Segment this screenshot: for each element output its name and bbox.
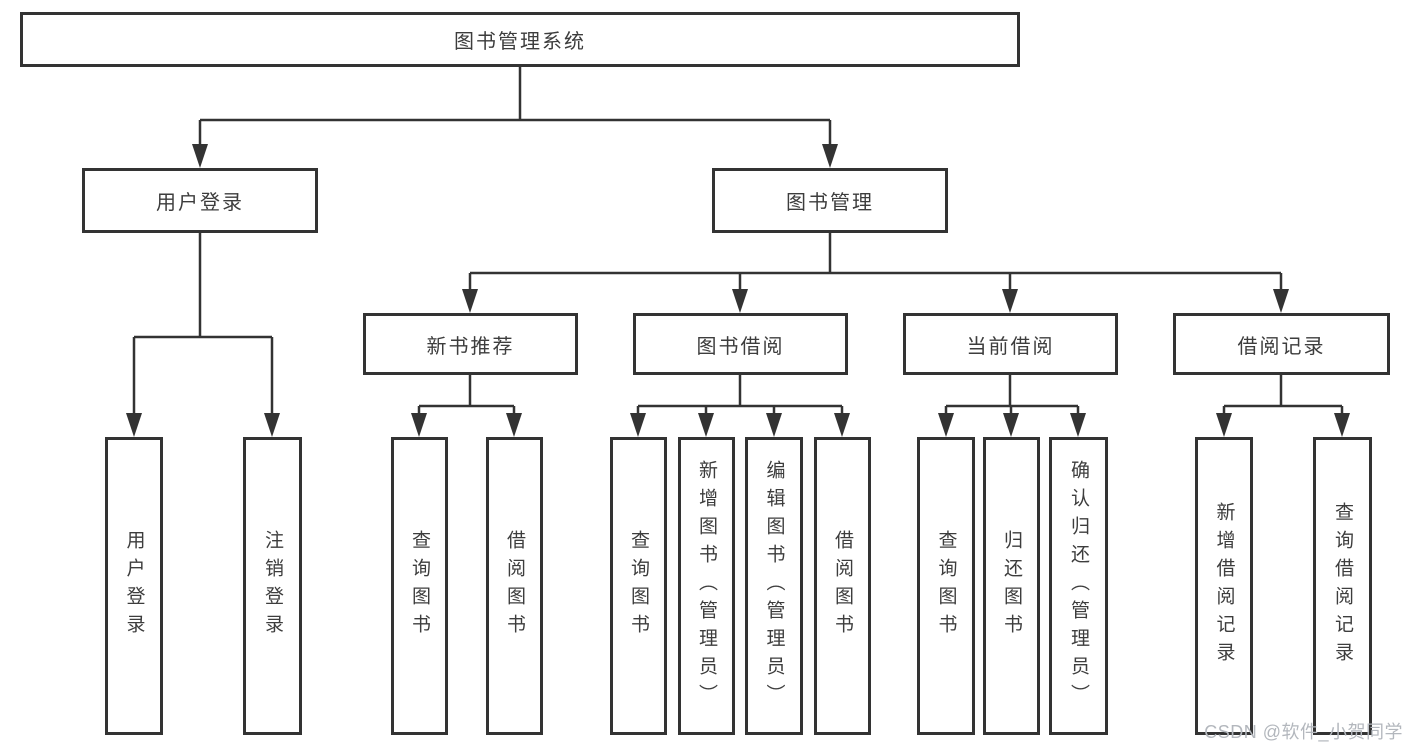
leaf-query-borrow-record-label: 查询借阅记录 [1332, 502, 1353, 670]
leaf-query-books-recommend: 查询图书 [391, 437, 448, 735]
leaf-borrow-books-label: 借阅图书 [832, 530, 853, 642]
node-user-login: 用户登录 [82, 168, 318, 233]
leaf-logout-login: 注销登录 [243, 437, 302, 735]
node-current-borrow: 当前借阅 [903, 313, 1118, 375]
leaf-confirm-return-admin: 确认归还（管理员） [1049, 437, 1108, 735]
leaf-user-login: 用户登录 [105, 437, 163, 735]
leaf-query-books-current: 查询图书 [917, 437, 975, 735]
leaf-borrow-books-recommend-label: 借阅图书 [504, 530, 525, 642]
leaf-query-books-recommend-label: 查询图书 [409, 530, 430, 642]
leaf-add-book-admin-label: 新增图书（管理员） [696, 460, 717, 712]
node-new-book-recommend: 新书推荐 [363, 313, 578, 375]
leaf-borrow-books-recommend: 借阅图书 [486, 437, 543, 735]
leaf-confirm-return-admin-label: 确认归还（管理员） [1068, 460, 1089, 712]
node-book-management-label: 图书管理 [786, 192, 874, 214]
node-borrow-records-label: 借阅记录 [1237, 335, 1326, 358]
node-book-borrow: 图书借阅 [633, 313, 848, 375]
node-current-borrow-label: 当前借阅 [966, 335, 1055, 358]
leaf-edit-book-admin: 编辑图书（管理员） [745, 437, 803, 735]
leaf-logout-login-label: 注销登录 [262, 530, 283, 642]
node-borrow-records: 借阅记录 [1173, 313, 1390, 375]
leaf-add-book-admin: 新增图书（管理员） [678, 437, 735, 735]
leaf-add-borrow-record-label: 新增借阅记录 [1213, 502, 1235, 670]
leaf-add-borrow-record: 新增借阅记录 [1195, 437, 1253, 735]
leaf-query-books-current-label: 查询图书 [935, 530, 957, 642]
node-new-book-recommend-label: 新书推荐 [426, 335, 515, 358]
leaf-borrow-books: 借阅图书 [814, 437, 871, 735]
node-library-management-system: 图书管理系统 [20, 12, 1020, 67]
watermark-text: CSDN @软件_小贺同学 [1204, 722, 1403, 742]
leaf-return-book: 归还图书 [983, 437, 1040, 735]
node-user-login-label: 用户登录 [156, 192, 244, 214]
leaf-user-login-label: 用户登录 [123, 530, 145, 642]
node-book-management: 图书管理 [712, 168, 948, 233]
leaf-query-books-borrow-label: 查询图书 [628, 530, 649, 642]
leaf-edit-book-admin-label: 编辑图书（管理员） [763, 460, 785, 712]
leaf-query-borrow-record: 查询借阅记录 [1313, 437, 1372, 735]
node-book-borrow-label: 图书借阅 [696, 335, 785, 358]
arrowhead-icons [126, 144, 1350, 437]
leaf-return-book-label: 归还图书 [1001, 530, 1022, 642]
leaf-query-books-borrow: 查询图书 [610, 437, 667, 735]
node-library-management-system-label: 图书管理系统 [454, 31, 586, 53]
